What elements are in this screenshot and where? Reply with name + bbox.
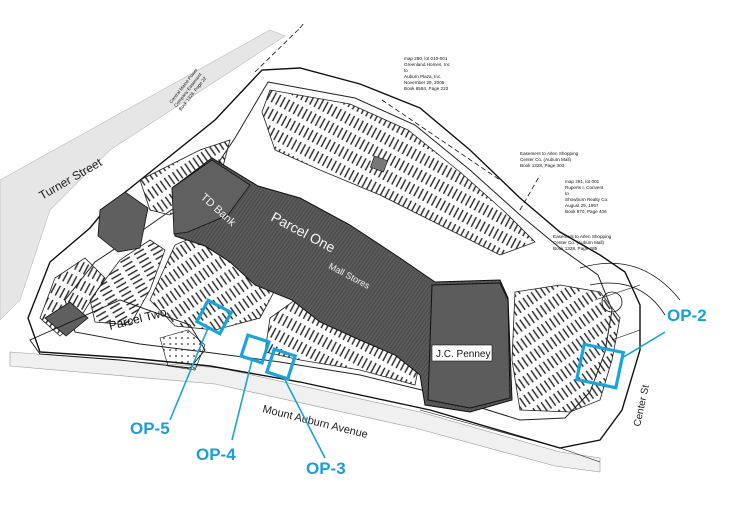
svg-text:Easement to Arlen Shopping: Easement to Arlen Shopping	[553, 234, 612, 239]
parking-east	[511, 284, 621, 413]
svg-text:Book 970, Page 406: Book 970, Page 406	[565, 209, 607, 214]
mall-building	[171, 157, 513, 413]
op-3-label[interactable]: OP-3	[306, 459, 346, 478]
svg-text:Showburn Realty Co.: Showburn Realty Co.	[565, 197, 608, 202]
street-label-center: Center St	[632, 384, 652, 428]
svg-text:August 29, 1967: August 29, 1967	[565, 203, 599, 208]
easement-note-3: map 291, lot 001 Ruperts I. Convent to S…	[565, 179, 608, 214]
svg-text:Book 6584, Page 223: Book 6584, Page 223	[404, 86, 449, 91]
dimension-lines	[419, 284, 641, 463]
east-roadway-curve	[579, 262, 681, 316]
op-4-box[interactable]	[239, 333, 271, 365]
op-5-box[interactable]	[194, 298, 234, 336]
utility-circle	[601, 291, 623, 313]
svg-text:map 280, lot 010-001: map 280, lot 010-001	[404, 56, 448, 61]
jc-penney-label: J.C. Penney	[436, 349, 490, 360]
op-2-label[interactable]: OP-2	[667, 306, 707, 325]
easement-line	[254, 21, 541, 211]
outbuilding-west	[44, 301, 89, 337]
mount-auburn-road	[9, 351, 601, 473]
parking-west	[89, 239, 166, 326]
jc-penney-label-bg	[431, 344, 493, 362]
svg-text:map 291, lot 001: map 291, lot 001	[565, 179, 600, 184]
svg-text:November 29, 2005: November 29, 2005	[404, 80, 445, 85]
parcel-two-landscaped	[159, 329, 206, 371]
svg-text:Ruperts I. Convent: Ruperts I. Convent	[565, 185, 604, 190]
td-bank-building	[171, 159, 251, 235]
easement-note-1: map 280, lot 010-001 Greenland Homes, In…	[404, 56, 451, 91]
svg-text:to: to	[565, 191, 569, 196]
op-5-label[interactable]: OP-5	[130, 419, 170, 438]
svg-text:Book 1328, Page 285: Book 1328, Page 285	[553, 246, 598, 251]
small-structure	[369, 155, 389, 173]
svg-text:Easement to Arlen Shopping: Easement to Arlen Shopping	[520, 151, 579, 156]
svg-text:Auburn Plaza, Inc.: Auburn Plaza, Inc.	[404, 74, 442, 79]
op-3-box[interactable]	[264, 347, 298, 381]
op-5-leader	[169, 327, 209, 421]
outbuilding-northwest	[97, 191, 149, 253]
svg-text:Book 1328, Page 303: Book 1328, Page 303	[520, 163, 565, 168]
easement-note-4: Easement to Arlen Shopping Center Co. (A…	[553, 234, 612, 251]
svg-text:Center Co. (Auburn Mall): Center Co. (Auburn Mall)	[553, 240, 605, 245]
op-2-box[interactable]	[574, 342, 626, 390]
turner-street-road	[0, 29, 286, 321]
parking-north	[261, 89, 536, 256]
svg-text:to: to	[404, 68, 408, 73]
op-3-leader	[283, 377, 326, 459]
svg-text:Greenland Homes, Inc: Greenland Homes, Inc	[404, 62, 451, 67]
op-2-leader	[621, 331, 666, 359]
op-4-label[interactable]: OP-4	[196, 445, 236, 464]
svg-text:Center Co. (Auburn Mall): Center Co. (Auburn Mall)	[520, 157, 572, 162]
op-4-leader	[231, 359, 253, 441]
easement-note-2: Easement to Arlen Shopping Center Co. (A…	[520, 151, 579, 168]
